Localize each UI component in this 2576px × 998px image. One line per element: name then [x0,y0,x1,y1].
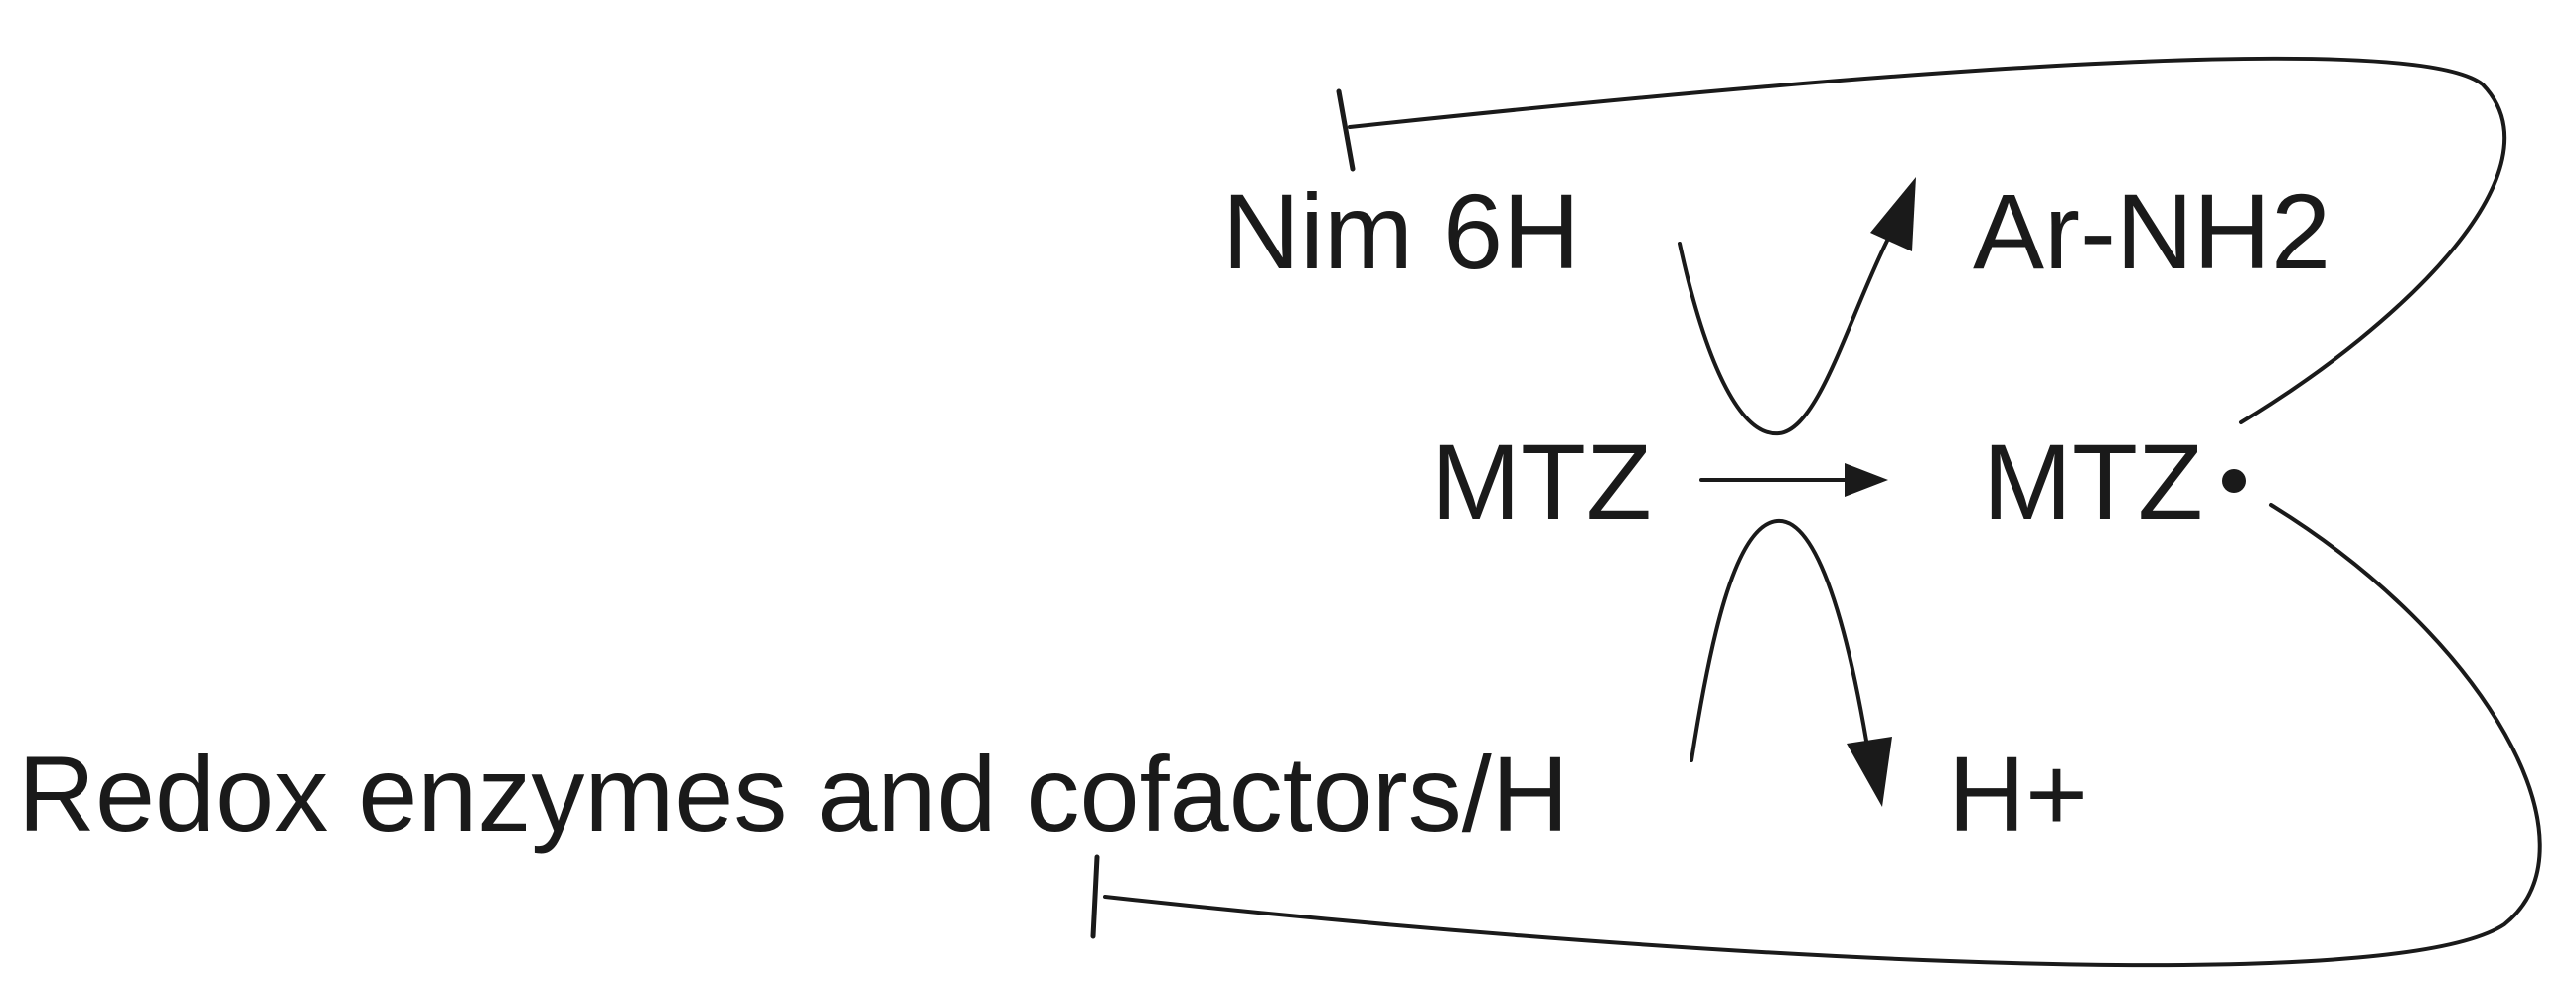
radical-inhibits-nim-line [1336,56,2506,424]
label-h-plus: H+ [1948,734,2088,854]
radical-inhibits-redox-line [1090,503,2542,968]
label-nim-6h: Nim 6H [1222,171,1580,291]
nim-to-arnh2-curved-arrow [1678,177,1916,436]
mtz-to-radical-arrow [1699,463,1888,497]
radical-dot-symbol [2222,469,2246,493]
redox-to-hplus-curved-arrow [1690,518,1892,807]
label-ar-nh2: Ar-NH2 [1973,171,2331,291]
label-mtz-radical: MTZ [1983,421,2203,542]
label-redox-enzymes-cofactors: Redox enzymes and cofactors/H [18,734,1569,854]
label-mtz: MTZ [1431,421,1652,542]
